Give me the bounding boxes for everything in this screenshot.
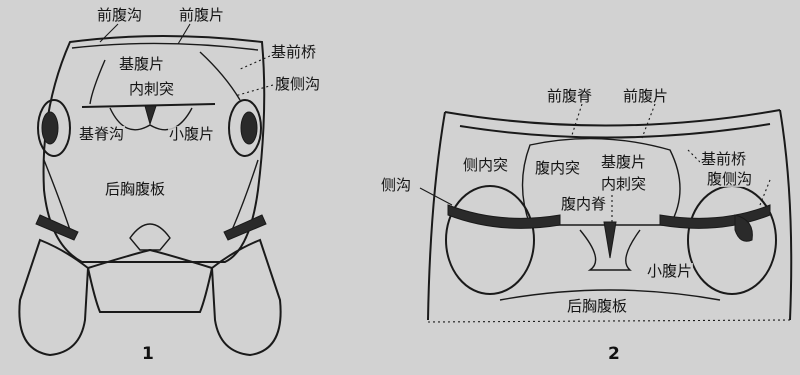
figure-1-leader-qianfupian	[178, 24, 190, 44]
figure-1-anterior-sulcus	[72, 43, 258, 50]
label-fig1-presternum: 前腹片	[178, 7, 225, 23]
figure-1-posterior-notch	[130, 224, 170, 250]
label-fig2-metasternum: 后胸腹板	[566, 298, 628, 314]
figure-1-right-coxa-hole	[241, 112, 257, 144]
label-fig2-anterior-ridge: 前腹脊	[546, 88, 593, 104]
figure-2-number: 2	[608, 344, 620, 364]
label-fig1-ventral-lateral-sulcus: 腹侧沟	[274, 76, 321, 92]
label-fig2-sternal-ridge: 腹内脊	[560, 196, 607, 212]
figure-1-left-coxa-hole	[42, 112, 58, 144]
label-fig1-anterior-sulcus: 前腹沟	[96, 7, 143, 23]
label-fig2-lateral-sulcus: 侧沟	[380, 177, 412, 193]
label-fig1-metasternum: 后胸腹板	[104, 181, 166, 197]
figure-2-left-ridge	[448, 205, 560, 228]
figure-2-bottom-edge	[428, 320, 790, 322]
figure-2-leader-cegou	[420, 188, 452, 205]
figure-2-top-arch	[445, 110, 780, 126]
label-fig2-basisternum: 基腹片	[600, 154, 647, 170]
label-fig2-lateral-apophysis: 侧内突	[462, 157, 509, 173]
figure-2-center-process	[604, 222, 616, 258]
figure-2-drawing	[420, 104, 791, 322]
label-fig2-presternum: 前腹片	[622, 88, 669, 104]
label-fig1-basal-ridge-sulcus: 基脊沟	[78, 126, 125, 142]
label-fig2-prebasal-bridge: 基前桥	[700, 151, 747, 167]
figure-2-leader-qianfuji	[572, 104, 582, 135]
label-fig1-sternellum: 小腹片	[168, 126, 215, 142]
figure-2-leader-qianfupian	[642, 104, 655, 138]
label-fig2-ventral-lateral-sulcus: 腹侧沟	[706, 171, 753, 187]
figure-1-number: 1	[142, 344, 154, 364]
figure-2-leader-jiqianqiao	[688, 150, 700, 162]
label-fig1-internal-spine: 内刺突	[128, 81, 175, 97]
label-fig2-sternal-apophysis: 腹内突	[534, 160, 581, 176]
label-fig1-prebasal-bridge: 基前桥	[270, 44, 317, 60]
label-fig2-internal-spine: 内刺突	[600, 176, 647, 192]
figure-1-posterior-plate	[88, 250, 212, 312]
figure-1-right-joint	[224, 215, 266, 240]
figure-1-left-leg	[19, 240, 88, 355]
figure-2-left-ring	[446, 186, 534, 294]
figure-1-spine-process	[145, 106, 156, 124]
label-fig2-sternellum: 小腹片	[646, 263, 693, 279]
label-fig1-basisternum: 基腹片	[118, 56, 165, 72]
figure-1-leader-qianfugou	[100, 24, 118, 42]
figure-1-right-leg	[212, 240, 281, 355]
figure-1-leader-jiqianqiao	[238, 56, 270, 70]
figure-1-leader-fucegou	[235, 85, 273, 96]
figure-2-right-ring	[688, 186, 776, 294]
